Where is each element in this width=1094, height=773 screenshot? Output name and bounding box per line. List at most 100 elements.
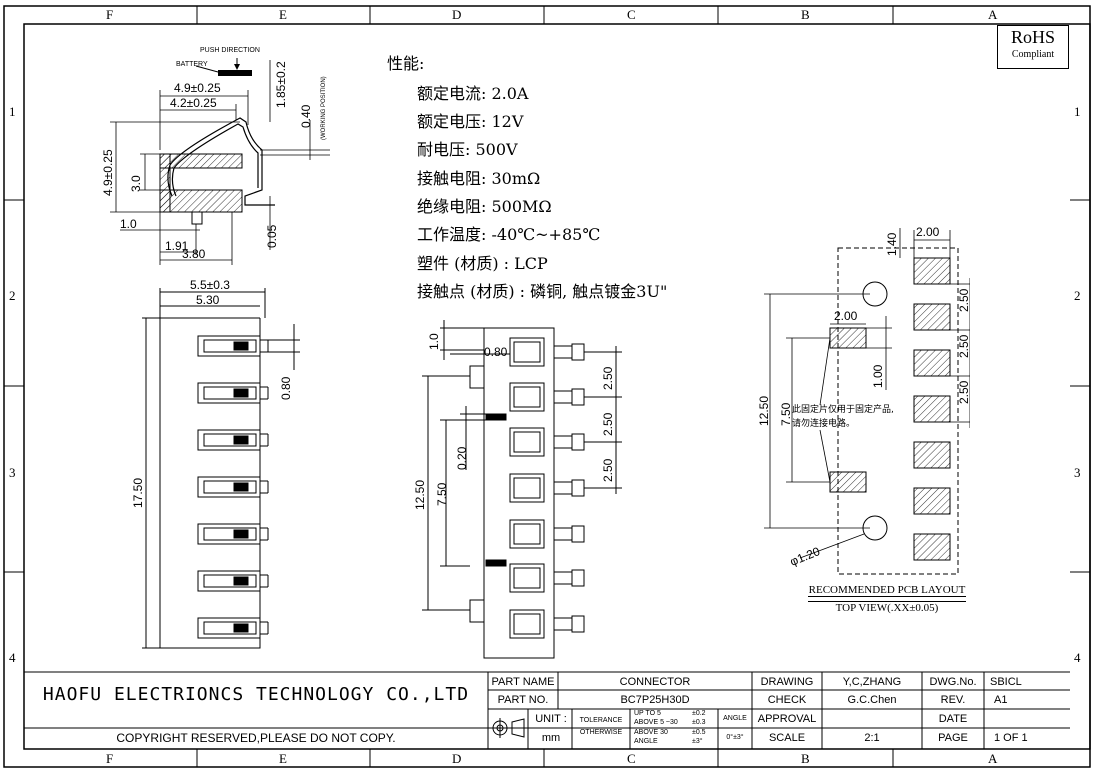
battery-label: BATTERY (176, 61, 208, 68)
zone-label: 3 (1074, 465, 1081, 480)
dim-label: 1.0 (427, 333, 441, 350)
zone-label: E (279, 7, 287, 22)
zone-label: B (801, 7, 810, 22)
angle-label: ANGLE (723, 715, 747, 722)
spec-heading: 性能: (387, 54, 425, 73)
spec-line: 接触电阻: 30mΩ (417, 169, 541, 188)
unit-value: mm (541, 732, 561, 744)
rohs-badge: RoHS Compliant (997, 25, 1069, 69)
spec-line: 绝缘电阻: 500MΩ (417, 197, 552, 216)
top-view-drawing: 1.0 0.80 2.50 2.50 2.50 0.20 7.50 12.50 (413, 320, 622, 659)
dim-label: 7.50 (435, 482, 449, 506)
tol-range: UP TO 5 (634, 710, 661, 717)
dim-label: 17.50 (131, 478, 145, 508)
tol-range: ANGLE (634, 738, 658, 745)
dim-label: 3.0 (129, 175, 143, 192)
page-value: 1 OF 1 (994, 732, 1028, 744)
tol-value: ±3° (692, 738, 703, 745)
tol-range: ABOVE 30 (634, 729, 668, 736)
drawing-value: Y,C,ZHANG (842, 676, 902, 688)
zone-label: D (452, 751, 462, 766)
tol-range: ABOVE 5 ~30 (634, 719, 678, 726)
scale-label: SCALE (768, 732, 806, 744)
zone-label: E (279, 751, 287, 766)
spec-line: 工作温度: -40℃~+85℃ (417, 225, 601, 244)
page-label: PAGE (938, 732, 968, 744)
dim-label: 3.80 (182, 247, 206, 261)
zone-label: 1 (1074, 104, 1081, 119)
rohs-title: RoHS (1010, 27, 1055, 47)
dim-label: 1.00 (871, 364, 885, 388)
part-no-label: PART NO. (497, 694, 549, 706)
company-name: HAOFU ELECTRIONCS TECHNOLOGY CO.,LTD (42, 684, 470, 705)
check-label: CHECK (767, 694, 807, 706)
dim-label: 1.91 (165, 239, 189, 253)
check-value: G.C.Chen (847, 694, 897, 706)
zone-label: C (627, 751, 636, 766)
dim-label: 2.50 (601, 458, 615, 482)
approval-label: APPROVAL (757, 713, 817, 725)
dim-label: 4.9±0.25 (101, 149, 115, 196)
dim-label: 0.80 (484, 345, 508, 359)
dim-label: 2.50 (957, 288, 970, 312)
scale-value: 2:1 (864, 732, 880, 744)
zone-label: D (452, 7, 462, 22)
zone-label: A (988, 7, 998, 22)
zone-label: 1 (9, 104, 16, 119)
dim-label: 5.30 (196, 293, 220, 307)
rev-value: A1 (994, 694, 1008, 706)
projection-symbol-icon (490, 718, 525, 738)
tolerance-label: TOLERANCE (579, 717, 623, 724)
dim-label: 1.0 (120, 217, 137, 231)
dim-label: 1.40 (885, 232, 899, 256)
pcb-note: 此固定片仅用于固定产品, (792, 403, 894, 415)
dim-label: 2.50 (601, 412, 615, 436)
dim-label: 0.20 (455, 446, 469, 470)
dim-label: 4.9±0.25 (174, 81, 221, 95)
dim-label: 4.2±0.25 (170, 96, 217, 110)
otherwise-label: OTHERWISE (579, 729, 623, 736)
spec-line: 塑件 (材质) : LCP (417, 254, 548, 273)
pcb-layout-subtitle: TOP VIEW(.XX±0.05) (808, 601, 966, 614)
zone-label: 3 (9, 465, 16, 480)
zone-label: B (801, 751, 810, 766)
dim-label: 12.50 (757, 396, 771, 426)
pcb-note: 请勿连接电路。 (792, 417, 855, 429)
tol-value: ±0.3 (692, 719, 706, 726)
unit-label: UNIT : (535, 713, 567, 725)
dim-label: 2.00 (916, 225, 940, 239)
tol-value: ±0.2 (692, 710, 706, 717)
zone-label: 4 (1074, 650, 1081, 665)
zone-label: 2 (1074, 288, 1081, 303)
dim-label: 0.80 (279, 376, 293, 400)
dim-label: 12.50 (413, 480, 427, 510)
dwg-no-value: SBICL (990, 676, 1022, 688)
zone-label: 4 (9, 650, 16, 665)
tol-value: ±0.5 (692, 729, 706, 736)
part-name-label: PART NAME (491, 676, 555, 688)
rohs-subtitle: Compliant (1011, 49, 1055, 60)
dim-label: 5.5±0.3 (190, 280, 230, 292)
dim-label: 2.50 (957, 380, 970, 404)
front-view-drawing: 5.5±0.3 5.30 0.80 17.50 (131, 280, 300, 649)
zone-label: C (627, 7, 636, 22)
date-label: DATE (938, 713, 968, 725)
spec-line: 耐电压: 500V (417, 140, 518, 159)
dim-label: 1.85±0.2 (274, 61, 288, 108)
rev-label: REV. (940, 694, 966, 706)
spec-line: 额定电压: 12V (417, 112, 524, 131)
spec-line: 接触点 (材质) : 磷铜, 触点镀金3U" (417, 282, 668, 301)
dim-label: 7.50 (779, 402, 793, 426)
side-view-drawing: PUSH DIRECTION BATTERY (WORKING POSITION… (101, 47, 330, 265)
push-direction-label: PUSH DIRECTION (200, 47, 260, 54)
dim-label: 2.50 (601, 366, 615, 390)
pcb-layout-drawing: 1.40 2.00 2.00 2.50 2.50 2.50 1.00 12.50… (757, 225, 970, 575)
dim-label: 0.05 (265, 224, 279, 248)
spec-line: 额定电流: 2.0A (417, 84, 529, 103)
zone-label: F (106, 751, 114, 766)
pcb-layout-title: RECOMMENDED PCB LAYOUT (808, 584, 966, 597)
dim-label: 2.50 (957, 334, 970, 358)
zone-label: A (988, 751, 998, 766)
